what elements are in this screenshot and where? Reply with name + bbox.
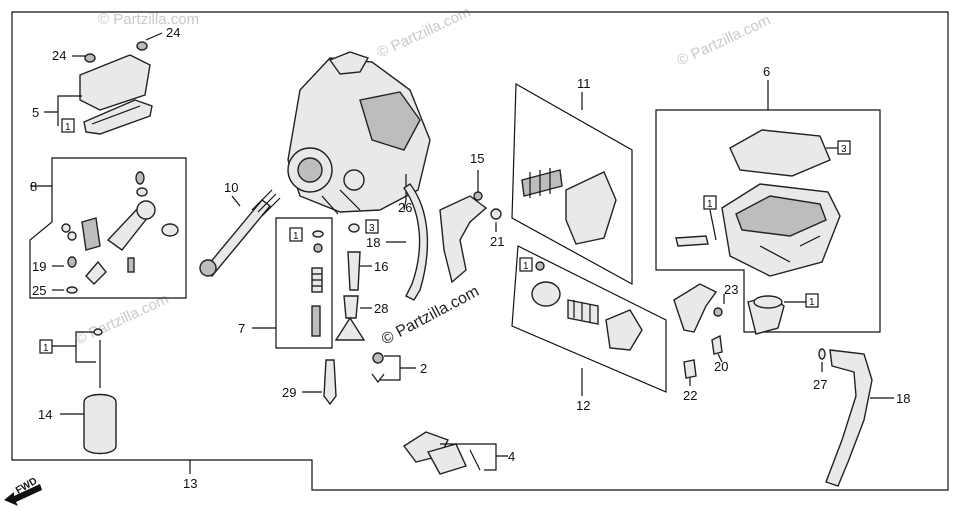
- callout-15: 15: [470, 151, 484, 166]
- ref-box: [519, 257, 533, 272]
- float-arm-part: [673, 283, 718, 333]
- fwd-arrow-icon: [4, 484, 42, 506]
- throttle-lever-part: [61, 171, 179, 294]
- float-bowl-part: [721, 183, 841, 277]
- spring-part: [713, 307, 723, 317]
- callout-16: 16: [374, 259, 388, 274]
- ref-box-label: 1: [293, 231, 299, 242]
- top-cover-part: [79, 41, 153, 135]
- callout-25: 25: [32, 283, 46, 298]
- ref-box-label: 1: [43, 343, 49, 354]
- callout-8: 8: [30, 179, 37, 194]
- filter-washer-part: [93, 328, 103, 336]
- needle-part: [347, 251, 361, 291]
- drain-clip-part: [818, 348, 826, 360]
- callout-6: 6: [763, 64, 770, 79]
- watermark: © Partzilla.com: [675, 12, 774, 70]
- cable-holder-part: [402, 431, 481, 475]
- callout-27: 27: [813, 377, 827, 392]
- callout-14: 14: [38, 407, 52, 422]
- float-valve-part: [343, 295, 359, 319]
- ref-box-label: 1: [809, 297, 815, 308]
- assembly-border: [11, 11, 949, 491]
- group-6-border: [655, 109, 881, 333]
- fuel-filter-part: [83, 393, 117, 455]
- float-pin-part: [711, 334, 723, 355]
- ref-box: [289, 227, 303, 242]
- callout-29: 29: [282, 385, 296, 400]
- callout-23: 23: [724, 282, 738, 297]
- accelerator-pump-part: [521, 168, 617, 245]
- ref-box-label: 3: [369, 223, 375, 234]
- pilot-screw-part: [323, 359, 337, 406]
- watermark: © Partzilla.com: [98, 11, 199, 28]
- callout-22: 22: [683, 388, 697, 403]
- watermark: © Partzilla.com: [73, 291, 172, 349]
- carburetor-body-part: [287, 51, 431, 215]
- group-7-border: [275, 217, 333, 349]
- ref-box: [61, 118, 75, 133]
- diaphragm-part: [334, 316, 366, 341]
- callout-12: 12: [576, 398, 590, 413]
- screw-part: [199, 189, 281, 277]
- bracket-screw: [473, 191, 483, 201]
- pump-diaphragm-part: [531, 261, 643, 351]
- ref-box: [837, 140, 851, 155]
- o-ring-part: [753, 295, 783, 309]
- ref-box: [703, 195, 717, 210]
- callout-28: 28: [374, 301, 388, 316]
- bracket-nut: [490, 208, 502, 220]
- callout-11: 11: [577, 76, 591, 91]
- ref-box-label: 1: [707, 199, 713, 210]
- callout-7: 7: [238, 321, 245, 336]
- center-watermark: © Partzilla.com: [379, 283, 482, 349]
- ref-box-label: 3: [841, 144, 847, 155]
- drain-tube-part: [825, 349, 873, 487]
- bowl-screw-part: [675, 235, 709, 247]
- callout-2: 2: [420, 361, 427, 376]
- callout-24: 24: [166, 25, 180, 40]
- vent-tube-part: [403, 183, 429, 301]
- group-11-border: [511, 82, 633, 286]
- callout-10: 10: [224, 180, 238, 195]
- callout-19: 19: [32, 259, 46, 274]
- bracket-part: [439, 195, 488, 284]
- callout-21: 21: [490, 234, 504, 249]
- group-8-border: [29, 157, 187, 299]
- callout-26: 26: [398, 200, 412, 215]
- callout-18: 18: [896, 391, 910, 406]
- group-12-border: [511, 245, 667, 393]
- ref-box: [805, 293, 819, 308]
- ref-box-label: 1: [523, 261, 529, 272]
- callout-24: 24: [52, 48, 66, 63]
- ref-box: [365, 219, 379, 234]
- callout-20: 20: [714, 359, 728, 374]
- callout-5: 5: [32, 105, 39, 120]
- callout-4: 4: [508, 449, 515, 464]
- jet-parts: [311, 230, 324, 337]
- bowl-gasket-part: [729, 129, 831, 177]
- callout-18: 18: [366, 235, 380, 250]
- ref-box-label: 1: [65, 122, 71, 133]
- clip-screw-part: [683, 359, 697, 379]
- washer-part: [348, 223, 360, 233]
- clip-part: [372, 352, 384, 364]
- callout-13: 13: [183, 476, 197, 491]
